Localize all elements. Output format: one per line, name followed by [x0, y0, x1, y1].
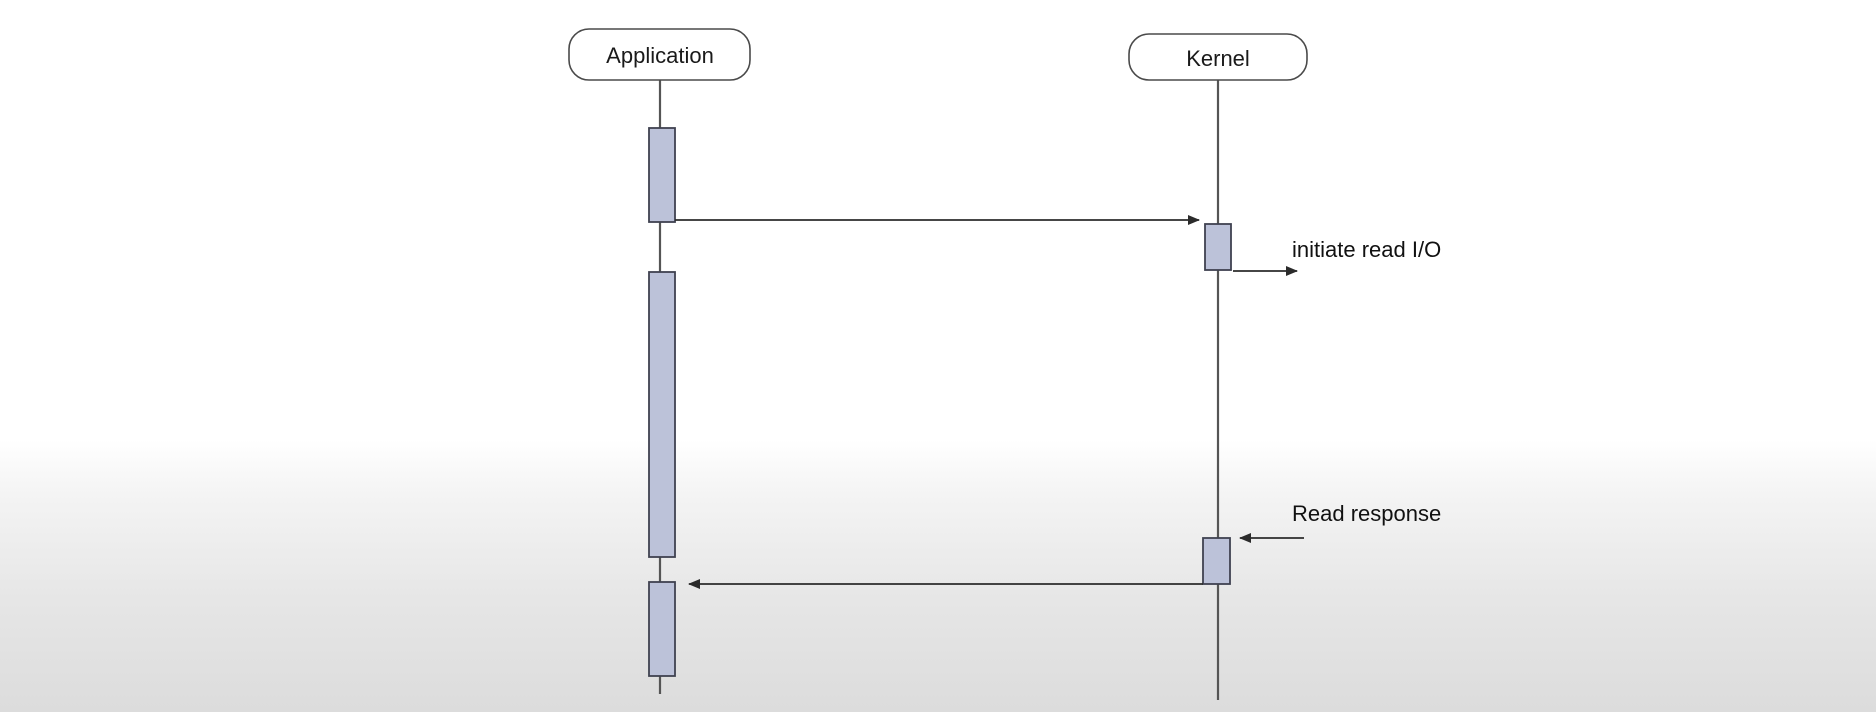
- actor-application-box: [568, 28, 751, 81]
- actor-kernel-label: Kernel: [1186, 46, 1250, 71]
- actor-application: Application: [568, 28, 751, 81]
- actor-kernel-box: [1128, 33, 1308, 81]
- application-activation-2: [648, 271, 676, 558]
- application-activation-3: [648, 581, 676, 677]
- actor-application-label: Application: [606, 43, 714, 68]
- kernel-activation-1: [1204, 223, 1232, 271]
- application-activation-1: [648, 127, 676, 223]
- actor-kernel: Kernel: [1128, 33, 1308, 81]
- read-response-label: Read response: [1292, 501, 1441, 526]
- kernel-activation-2: [1202, 537, 1231, 585]
- initiate-read-label: initiate read I/O: [1292, 237, 1441, 262]
